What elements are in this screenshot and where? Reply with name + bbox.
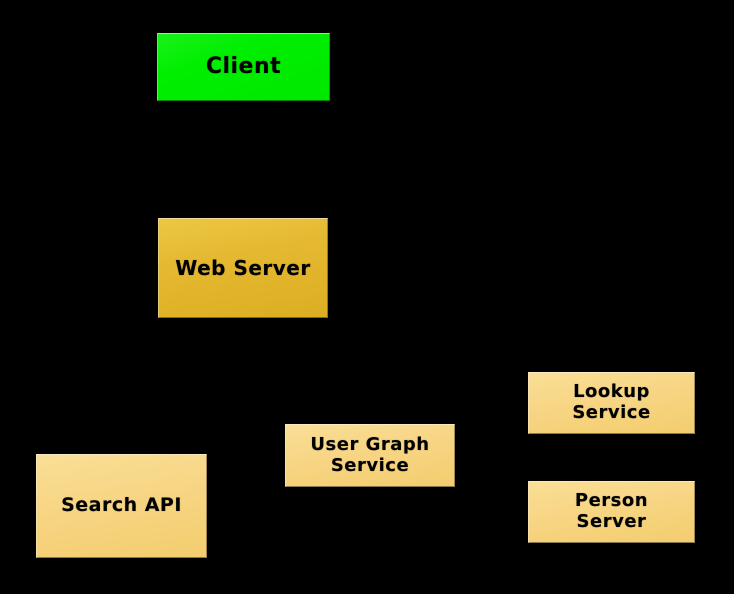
node-search-api[interactable]: Search API [36,454,207,558]
node-search-api-label: Search API [61,494,182,517]
node-client-label: Client [205,54,282,80]
node-person-server[interactable]: Person Server [528,481,695,543]
node-web-server-label: Web Server [175,255,311,280]
node-web-server[interactable]: Web Server [158,218,328,318]
node-person-server-label: Person Server [574,490,649,532]
node-user-graph-service[interactable]: User Graph Service [285,424,455,487]
node-lookup-service[interactable]: Lookup Service [528,372,695,434]
node-lookup-service-label: Lookup Service [572,381,651,423]
node-user-graph-service-label: User Graph Service [310,433,430,476]
node-client[interactable]: Client [157,33,330,101]
